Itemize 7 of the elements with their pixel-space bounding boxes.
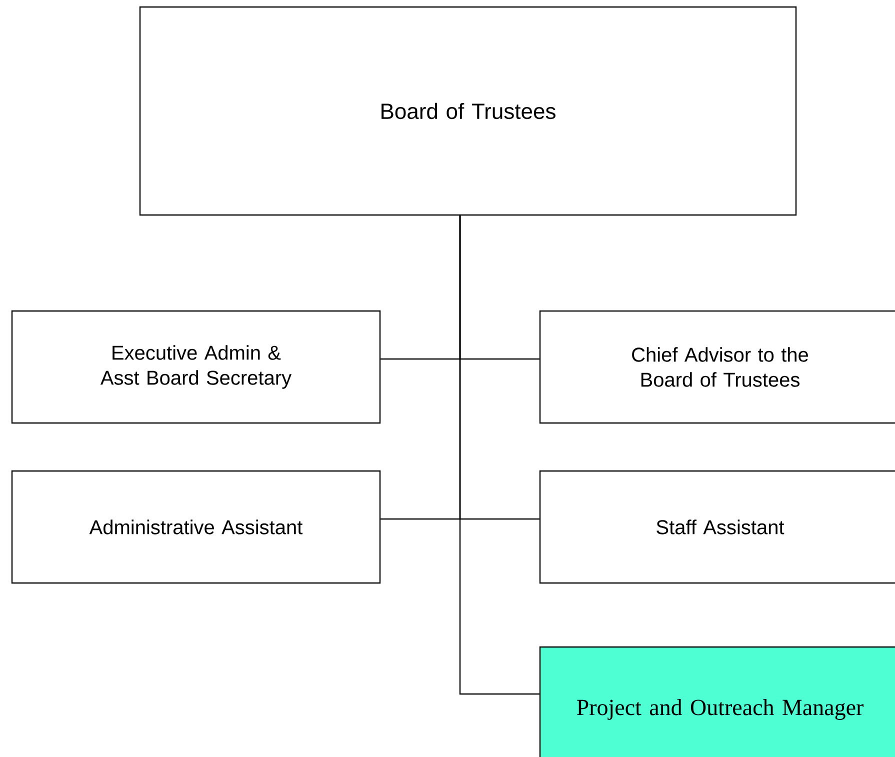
org-box: Staff Assistant — [539, 470, 895, 584]
highlighted-box: Project and Outreach Manager — [539, 646, 895, 757]
org-box: Board of Trustees — [139, 6, 797, 216]
connector-line — [459, 216, 540, 695]
org-box: Chief Advisor to the Board of Trustees — [539, 310, 895, 424]
org-box: Administrative Assistant — [11, 470, 381, 584]
org-box: Executive Admin & Asst Board Secretary — [11, 310, 381, 424]
